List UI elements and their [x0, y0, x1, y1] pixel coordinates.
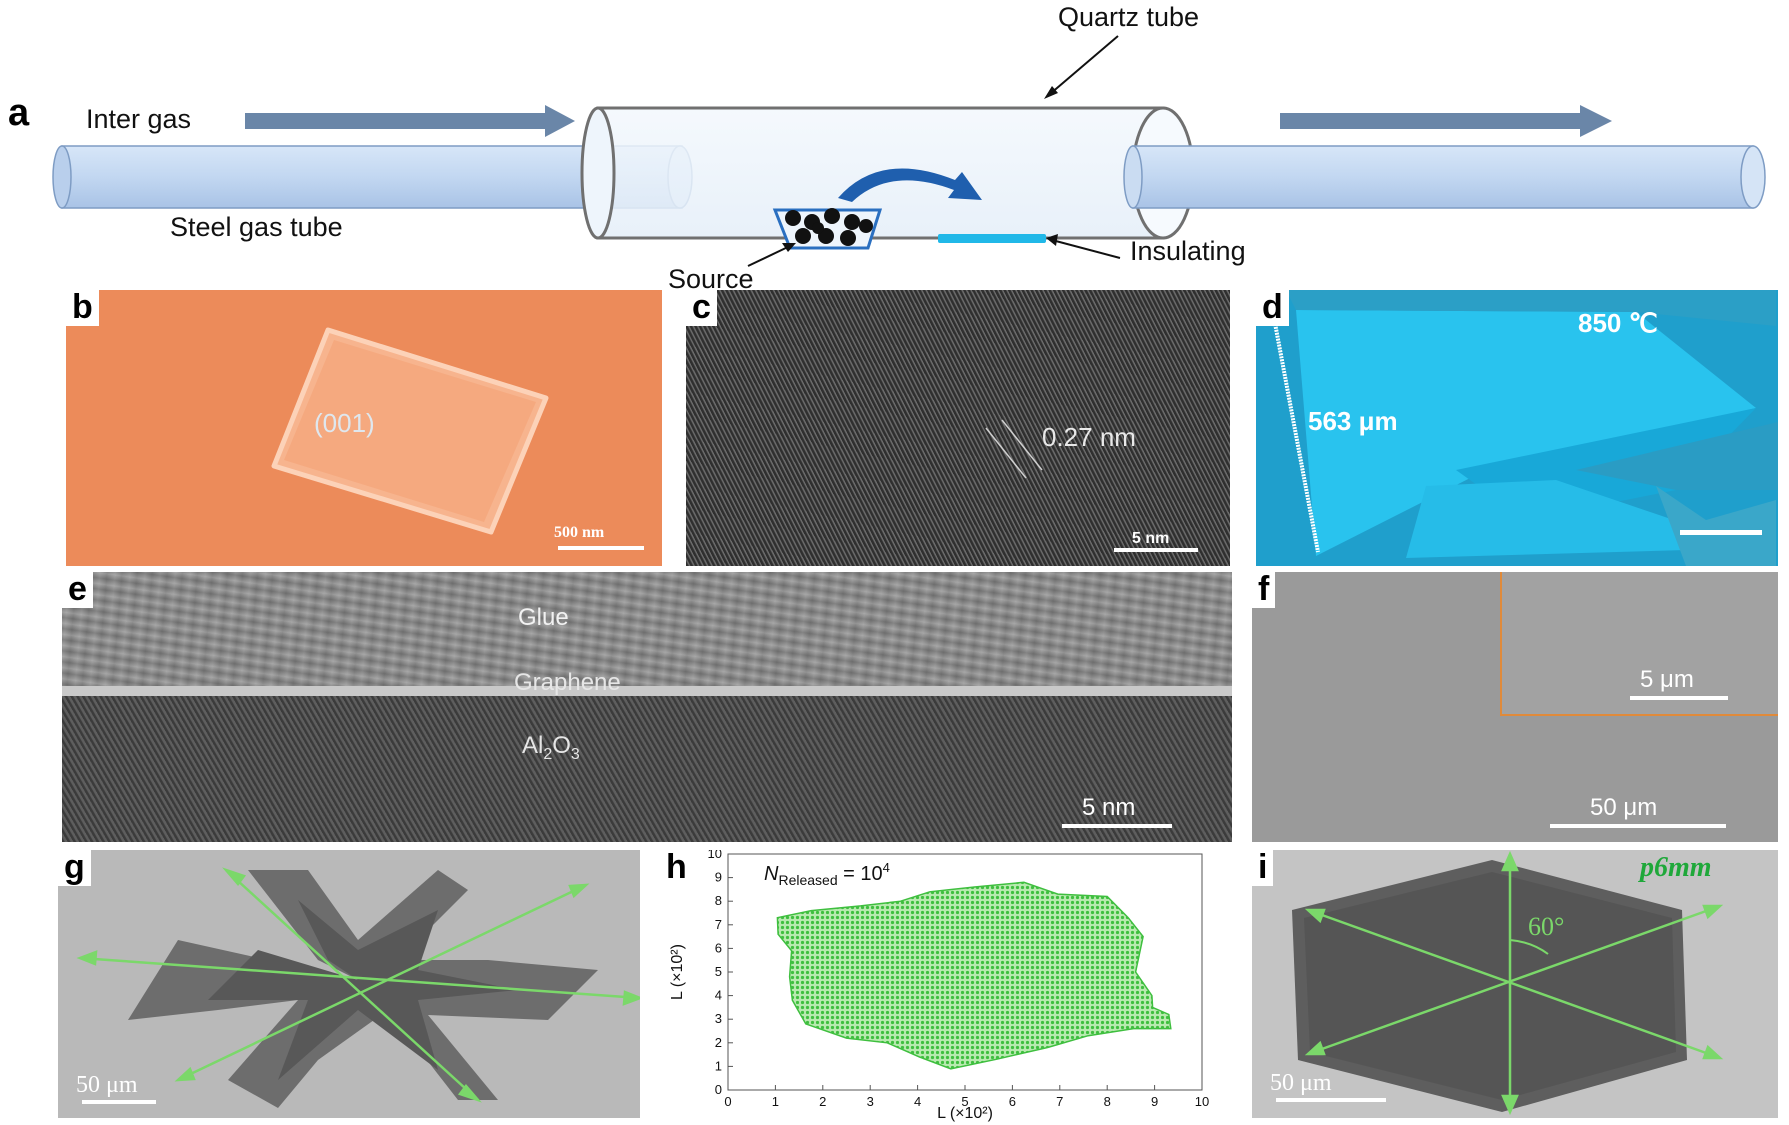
panel-label-e: e	[62, 572, 93, 608]
x-tick-label-9: 9	[1151, 1094, 1158, 1109]
y-tick-label-2: 2	[715, 1035, 722, 1050]
x-tick-label-5: 5	[961, 1094, 968, 1109]
growth-temperature-label: 850 ℃	[1578, 308, 1658, 338]
n-released-annotation: NReleased = 104	[764, 860, 890, 888]
inset-scale-bar	[1630, 696, 1728, 700]
hexagonal-domain	[1292, 850, 1724, 1116]
y-tick-label-7: 7	[715, 917, 722, 932]
scale-bar-b	[558, 546, 644, 550]
panel-label-d: d	[1256, 290, 1289, 326]
y-tick-label-6: 6	[715, 940, 722, 955]
source-label: Source	[668, 264, 754, 290]
scale-bar-i	[1276, 1098, 1386, 1102]
inset-scale-label: 5 μm	[1640, 666, 1694, 693]
x-tick-label-4: 4	[914, 1094, 921, 1109]
y-tick-label-8: 8	[715, 893, 722, 908]
panel-h-simulation: h 0 1 2 3 4 5 6 7 8 9 10 0 1 2 3 4 5 6 7 8 9 10 NReleased = …	[660, 850, 1220, 1125]
scale-bar-c	[1114, 548, 1198, 552]
inter-gas-label: Inter gas	[86, 104, 192, 134]
platelet-crystal	[271, 327, 549, 535]
panel-c-hrtem: c 0.27 nm 5 nm	[686, 290, 1230, 566]
x-tick-label-10: 10	[1195, 1094, 1209, 1109]
panel-label-f: f	[1252, 572, 1276, 608]
scale-bar-c-label: 5 nm	[1132, 530, 1170, 547]
facet-label: (001)	[314, 408, 375, 438]
x-tick-label-7: 7	[1056, 1094, 1063, 1109]
symmetry-label: p6mm	[1640, 852, 1712, 883]
x-tick-label-6: 6	[1009, 1094, 1016, 1109]
panel-f-sem: f 5 μm 50 μm	[1252, 572, 1778, 842]
x-axis-label: L (×10²)	[937, 1105, 993, 1122]
scale-bar-e-label: 5 nm	[1082, 794, 1136, 821]
panel-g-dendrite: g 50 μm	[58, 850, 640, 1118]
inset-zoom	[1500, 572, 1778, 716]
panel-label-g: g	[58, 850, 91, 886]
y-tick-label-9: 9	[715, 870, 722, 885]
x-tick-label-1: 1	[772, 1094, 779, 1109]
quartz-tube-label: Quartz tube	[1058, 2, 1200, 32]
panel-label-b: b	[66, 290, 99, 326]
panel-a-schematic: a	[0, 0, 1789, 290]
panel-i-hexagon: i p6mm 60° 50 μm	[1252, 850, 1778, 1118]
x-tick-label-2: 2	[819, 1094, 826, 1109]
lattice-spacing-marker	[985, 419, 1043, 479]
y-tick-label-3: 3	[715, 1011, 722, 1026]
x-tick-label-0: 0	[724, 1094, 731, 1109]
y-tick-label-10: 10	[708, 850, 722, 861]
outlet-gas-arrow	[1280, 105, 1612, 137]
graphene-label: Graphene	[514, 669, 621, 696]
panel-label-h: h	[660, 850, 693, 886]
graphene-layer	[62, 686, 1232, 696]
angle-label: 60°	[1528, 912, 1565, 941]
panel-label-i: i	[1252, 850, 1274, 886]
lattice-spacing-label: 0.27 nm	[1042, 422, 1136, 452]
scale-bar-e	[1062, 824, 1172, 828]
panel-d-optical: d 850 ℃ 563 μm	[1256, 290, 1778, 566]
scale-bar-d	[1680, 530, 1762, 535]
y-axis-label: L (×10²)	[669, 944, 686, 1000]
cvd-setup-diagram	[52, 35, 1766, 267]
domain-length-label: 563 μm	[1308, 406, 1398, 436]
y-tick-label-1: 1	[715, 1058, 722, 1073]
glue-layer	[62, 572, 1232, 690]
scale-bar-f-label: 50 μm	[1590, 794, 1658, 821]
dendritic-domain	[76, 867, 640, 1108]
panel-label-a: a	[8, 92, 30, 134]
triangular-domains	[1272, 290, 1778, 566]
glue-label: Glue	[518, 604, 569, 631]
panel-label-c: c	[686, 290, 717, 326]
alumina-layer	[62, 696, 1232, 842]
insulating-label: Insulating	[1130, 236, 1246, 266]
y-tick-label-4: 4	[715, 988, 722, 1003]
inlet-gas-arrow	[245, 105, 575, 137]
scale-bar-b-label: 500 nm	[554, 524, 605, 541]
steel-gas-tube-label: Steel gas tube	[170, 212, 343, 242]
x-tick-label-8: 8	[1104, 1094, 1111, 1109]
simulation-chart: 0 1 2 3 4 5 6 7 8 9 10 0 1 2 3 4 5 6 7 8 9 10 NReleased = 10…	[669, 850, 1209, 1122]
panel-b-sem: b (001) 500 nm	[66, 290, 662, 566]
right-steel-tube	[1123, 145, 1766, 209]
x-tick-label-3: 3	[867, 1094, 874, 1109]
vapor-transport-arrow	[838, 168, 982, 202]
insulating-substrate	[938, 234, 1046, 243]
y-tick-label-5: 5	[715, 964, 722, 979]
panel-e-cross-section: e Glue Graphene Al2O3 5 nm	[62, 572, 1232, 842]
alumina-label: Al2O3	[522, 732, 580, 763]
source-boat	[772, 208, 883, 250]
scale-bar-g	[82, 1100, 156, 1104]
y-tick-label-0: 0	[715, 1082, 722, 1097]
scale-bar-f	[1550, 824, 1726, 828]
scale-bar-g-label: 50 μm	[76, 1072, 138, 1098]
nucleated-cluster	[776, 881, 1172, 1070]
scale-bar-i-label: 50 μm	[1270, 1070, 1332, 1096]
